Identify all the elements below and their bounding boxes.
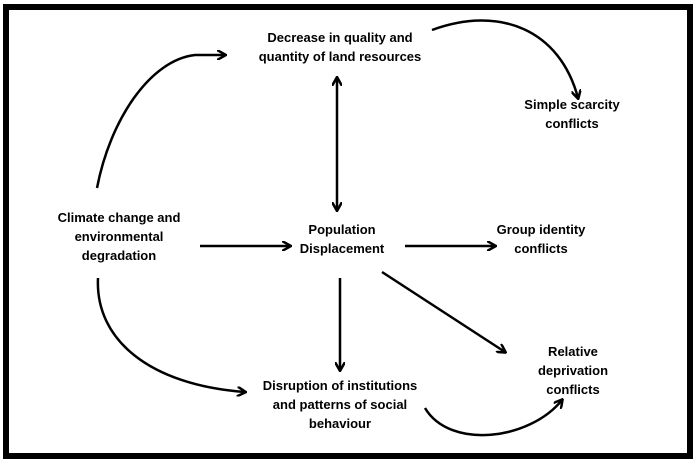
node-text: Disruption of institutions [262,378,418,393]
node-relative-deprivation: Relative deprivation conflicts [538,342,608,399]
diagram-frame [3,4,693,459]
node-text: Climate change and [57,210,181,225]
node-text: Displacement [299,241,385,256]
arrow-pop-to-relative [381,270,505,352]
node-disruption: Disruption of institutions and patterns … [263,376,418,433]
arrow-climate-to-disruption [96,277,245,392]
node-simple-scarcity: Simple scarcity conflicts [524,95,619,133]
arrow-climate-to-land [95,55,225,189]
node-climate-change: Climate change and environmental degrada… [58,208,181,265]
node-text: degradation [81,248,157,263]
node-text: Relative [548,344,598,359]
node-text: and patterns of social [272,397,408,412]
node-text: environmental [74,229,164,244]
node-text: Group identity [496,222,586,237]
node-population-displacement: Population Displacement [300,220,385,258]
node-text: Simple scarcity [524,97,620,112]
arrow-disruption-to-relative [423,400,562,437]
node-text: Decrease in quality and [267,30,413,45]
node-text: conflicts [514,241,568,256]
node-text: Population [308,222,376,237]
node-text: quantity of land resources [258,49,422,64]
node-group-identity: Group identity conflicts [497,220,586,258]
node-land-resources: Decrease in quality and quantity of land… [259,28,422,66]
node-text: conflicts [546,382,600,397]
node-text: deprivation [537,363,609,378]
node-text: behaviour [308,416,372,431]
arrow-land-to-scarcity [431,19,578,98]
node-text: conflicts [545,116,599,131]
